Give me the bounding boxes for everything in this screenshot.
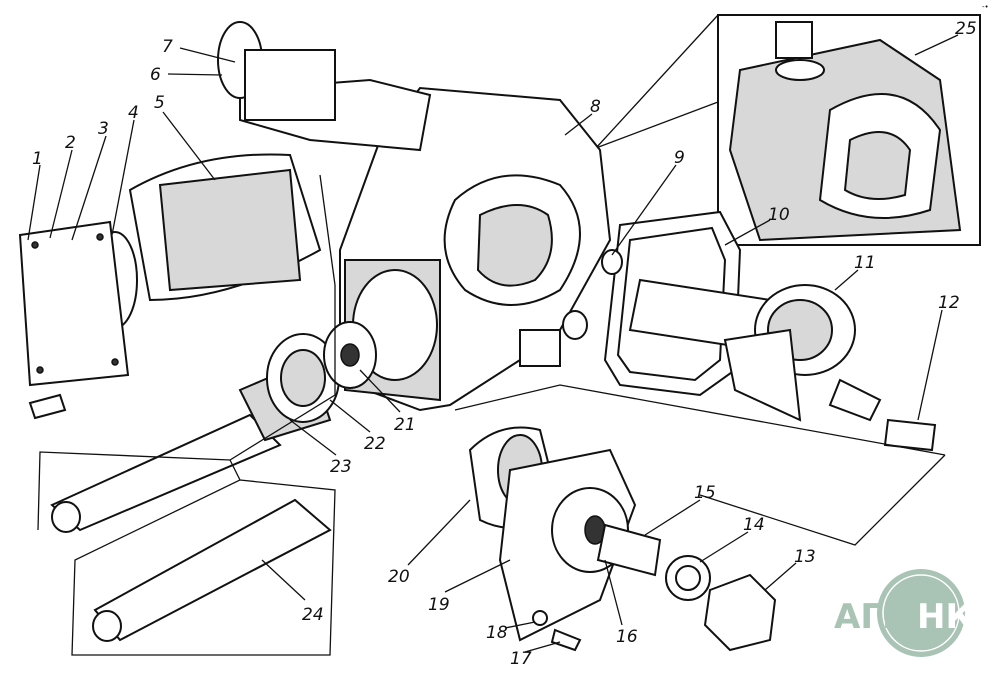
gear-shaft-9-12 xyxy=(454,210,946,546)
label-6: 6 xyxy=(150,65,161,85)
label-13: 13 xyxy=(794,547,816,567)
inset-frame-25 xyxy=(595,14,981,246)
label-8: 8 xyxy=(590,97,601,117)
logo-text-right: НКА xyxy=(917,597,1000,637)
label-7: 7 xyxy=(162,37,173,57)
label-11: 11 xyxy=(854,253,876,273)
label-1: 1 xyxy=(32,149,43,169)
label-23: 23 xyxy=(330,457,352,477)
label-17: 17 xyxy=(510,649,532,669)
label-24: 24 xyxy=(302,605,324,625)
label-9: 9 xyxy=(674,148,685,168)
flange-assembly-13-20 xyxy=(468,426,777,652)
agronka-logo-watermark: АГРО НКА xyxy=(834,569,1000,657)
label-5: 5 xyxy=(154,93,165,113)
label-15: 15 xyxy=(694,483,716,503)
label-10: 10 xyxy=(768,205,790,225)
label-12: 12 xyxy=(938,293,960,313)
leader-lines xyxy=(27,34,959,653)
label-19: 19 xyxy=(428,595,450,615)
label-21: 21 xyxy=(394,415,416,435)
logo-text-left: АГРО xyxy=(834,597,936,637)
label-25: 25 xyxy=(955,19,977,39)
housing-8 xyxy=(239,78,612,412)
label-4: 4 xyxy=(128,103,139,123)
corner-mark: -• xyxy=(982,3,989,11)
shaft-5-7 xyxy=(18,21,336,420)
label-2: 2 xyxy=(65,133,76,153)
label-18: 18 xyxy=(486,623,508,643)
label-20: 20 xyxy=(388,567,410,587)
label-16: 16 xyxy=(616,627,638,647)
part-labels: 1 2 3 4 5 6 7 8 9 10 11 12 13 14 15 16 1… xyxy=(32,3,989,669)
label-14: 14 xyxy=(743,515,765,535)
label-22: 22 xyxy=(364,434,386,454)
label-3: 3 xyxy=(98,119,109,139)
shafts-23-24 xyxy=(37,285,377,656)
